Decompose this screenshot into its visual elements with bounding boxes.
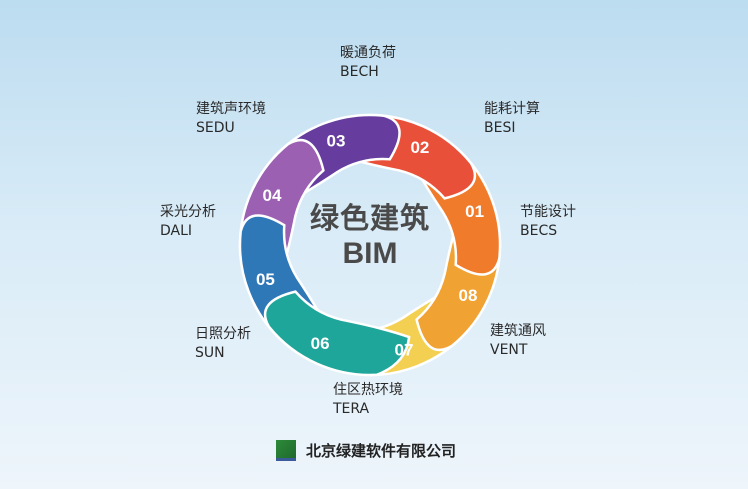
label-cn: 住区热环境 — [333, 382, 403, 398]
label-en: SUN — [195, 345, 225, 361]
petal-number-05: 05 — [256, 270, 275, 289]
label-en: BECH — [340, 64, 379, 80]
center-title-en: BIM — [342, 237, 398, 270]
petal-06 — [263, 290, 411, 377]
petal-number-03: 03 — [327, 131, 346, 150]
label-en: BESI — [484, 120, 516, 136]
label-08: 建筑通风 VENT — [490, 322, 546, 360]
center-title: 绿色建筑 BIM — [290, 200, 450, 272]
petal-number-08: 08 — [459, 286, 478, 305]
label-04: 建筑声环境 SEDU — [196, 100, 266, 138]
petal-number-06: 06 — [311, 334, 330, 353]
label-cn: 能耗计算 — [484, 101, 540, 117]
label-en: TERA — [333, 401, 370, 417]
label-en: BECS — [520, 223, 558, 239]
company-logo-icon — [276, 440, 296, 461]
label-cn: 建筑声环境 — [196, 101, 266, 117]
label-05: 采光分析 DALI — [160, 203, 216, 241]
center-title-cn: 绿色建筑 — [309, 201, 430, 235]
petal-number-07: 07 — [395, 341, 414, 360]
label-06: 日照分析 SUN — [195, 325, 251, 363]
label-cn: 建筑通风 — [490, 323, 546, 339]
petal-number-04: 04 — [263, 186, 282, 205]
label-en: SEDU — [196, 120, 235, 136]
petal-number-02: 02 — [410, 138, 429, 157]
label-03: 暖通负荷 BECH — [340, 44, 396, 82]
label-07: 住区热环境 TERA — [333, 381, 403, 419]
label-01: 节能设计 BECS — [520, 203, 576, 241]
label-cn: 节能设计 — [520, 204, 576, 220]
label-cn: 暖通负荷 — [340, 45, 396, 61]
label-en: VENT — [490, 342, 528, 358]
label-en: DALI — [160, 223, 193, 239]
label-cn: 日照分析 — [195, 326, 251, 342]
label-02: 能耗计算 BESI — [484, 100, 540, 138]
company-name: 北京绿建软件有限公司 — [306, 442, 457, 460]
petal-number-01: 01 — [465, 202, 484, 221]
footer: 北京绿建软件有限公司 — [276, 440, 456, 461]
label-cn: 采光分析 — [160, 204, 216, 220]
